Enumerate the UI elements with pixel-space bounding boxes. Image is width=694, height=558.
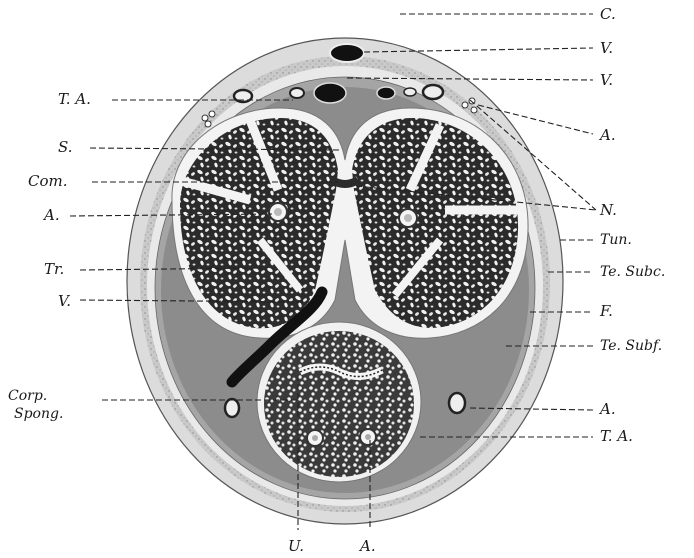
label-com: Com. xyxy=(28,172,68,190)
label-ta-right: T. A. xyxy=(600,427,633,445)
label-n: N. xyxy=(599,201,617,219)
label-s: S. xyxy=(58,138,73,156)
label-tun: Tun. xyxy=(600,232,632,248)
label-tr: Tr. xyxy=(44,260,64,278)
label-a-right-upper: A. xyxy=(598,126,616,144)
label-te-subc: Te. Subc. xyxy=(600,264,665,280)
label-v-second: V. xyxy=(600,71,613,89)
lateral-artery-left xyxy=(225,399,239,417)
label-ta-left: T. A. xyxy=(58,90,91,108)
label-corp: Corp. xyxy=(8,388,47,404)
corpus-spongiosum xyxy=(264,331,414,477)
label-te-subf: Te. Subf. xyxy=(600,338,662,354)
dorsal-vein-small xyxy=(377,87,395,99)
label-a-right-lower: A. xyxy=(598,400,616,418)
label-v-top: V. xyxy=(600,39,613,57)
dorsal-artery-right xyxy=(423,85,443,99)
label-u-bottom: U. xyxy=(288,537,304,555)
label-c: C. xyxy=(600,5,616,23)
superficial-dorsal-vein xyxy=(330,44,364,62)
label-spong: Spong. xyxy=(14,406,63,422)
tunica-artery-dorsal xyxy=(290,88,304,98)
label-v-left: V. xyxy=(58,292,71,310)
lateral-artery-right xyxy=(449,393,465,413)
label-a-left: A. xyxy=(42,206,60,224)
label-f: F. xyxy=(599,302,613,320)
deep-dorsal-vein xyxy=(314,83,346,103)
label-a-bottom: A. xyxy=(358,537,376,555)
